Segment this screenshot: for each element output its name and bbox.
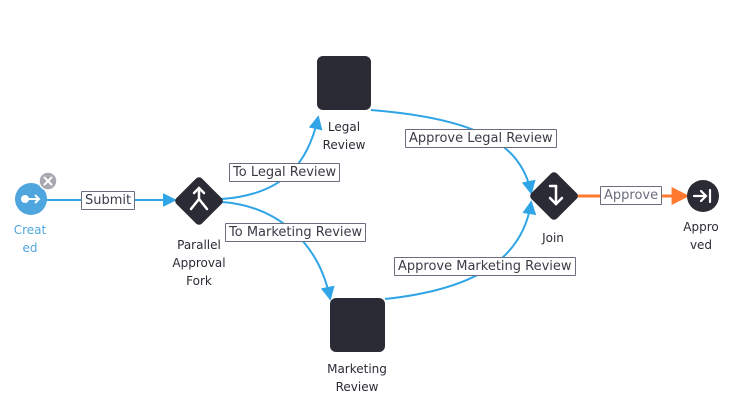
legal-review-node[interactable] bbox=[317, 56, 371, 110]
approved-label: Appro ved bbox=[683, 220, 719, 252]
fork-icon bbox=[189, 186, 209, 211]
edge-label-submit[interactable]: Submit bbox=[81, 191, 136, 210]
edge-to-marketing[interactable] bbox=[221, 201, 335, 301]
join-node[interactable] bbox=[529, 171, 580, 222]
fork-node[interactable] bbox=[174, 176, 225, 227]
join-label: Join bbox=[542, 231, 564, 245]
edge-label-to-legal[interactable]: To Legal Review bbox=[229, 163, 341, 182]
created-node[interactable] bbox=[15, 183, 47, 215]
edge-label-approve-marketing[interactable]: Approve Marketing Review bbox=[394, 257, 576, 276]
key-arrow-icon bbox=[21, 194, 41, 204]
end-arrow-icon bbox=[692, 188, 712, 204]
fork-label: Parallel Approval Fork bbox=[172, 238, 226, 288]
edge-label-approve[interactable]: Approve bbox=[600, 186, 663, 205]
delete-badge-icon[interactable] bbox=[38, 171, 58, 191]
join-icon bbox=[548, 184, 564, 206]
edge-to-legal[interactable] bbox=[221, 115, 323, 200]
marketing-review-node[interactable] bbox=[330, 298, 385, 352]
approved-node[interactable] bbox=[687, 180, 719, 212]
legal-review-label: Legal Review bbox=[322, 120, 366, 152]
edge-label-approve-legal[interactable]: Approve Legal Review bbox=[405, 129, 557, 148]
edge-label-to-marketing[interactable]: To Marketing Review bbox=[225, 223, 367, 242]
edge-approve-marketing[interactable] bbox=[384, 200, 537, 300]
created-label: Creat ed bbox=[13, 223, 47, 255]
marketing-review-label: Marketing Review bbox=[327, 362, 387, 394]
edge-approve-legal[interactable] bbox=[370, 109, 536, 195]
